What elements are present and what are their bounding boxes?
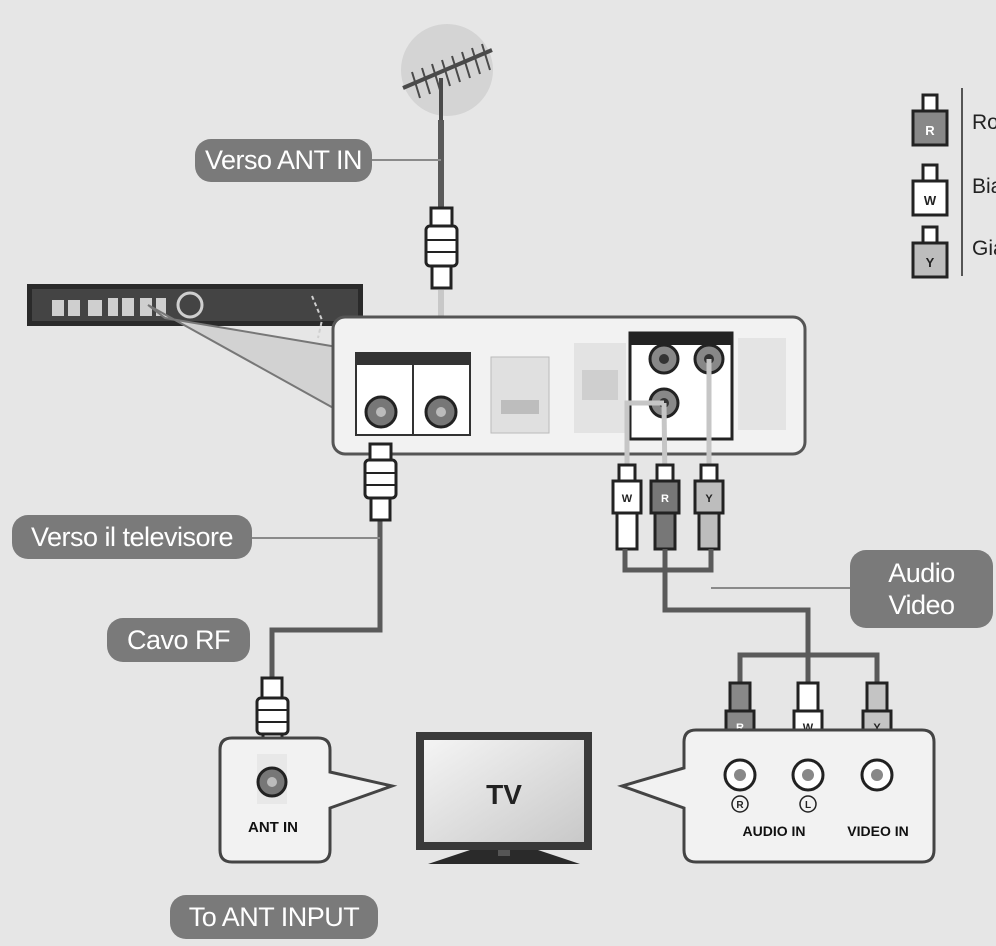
av-output-group: [628, 331, 734, 441]
av-cable: [622, 549, 880, 683]
legend-text-yellow: Gia: [972, 237, 996, 260]
hdmi-port: [490, 356, 550, 434]
tv-audio-in-label: AUDIO IN: [743, 823, 806, 839]
jack-r-symbol: R: [736, 800, 744, 811]
plug-panel-y: Y: [693, 463, 725, 551]
jack-l-symbol: L: [805, 800, 811, 811]
callout-verso-ant-in: Verso ANT IN: [195, 139, 372, 182]
player-device: [27, 284, 363, 339]
legend-plug-r: R: [911, 93, 949, 147]
legend-code-r: R: [925, 123, 935, 138]
legend-plug-w: W: [911, 163, 949, 217]
legend-text-red: Ro: [972, 111, 996, 134]
plug-tv-y-label: Y: [873, 722, 881, 734]
callout-video-line: Video: [888, 590, 955, 620]
callout-to-ant-input: To ANT INPUT: [170, 895, 378, 939]
plug-panel-y-label: Y: [705, 493, 713, 505]
coax-plug-top: [424, 206, 459, 290]
callout-audio-line: Audio: [888, 558, 955, 588]
plug-panel-w: W: [611, 463, 643, 551]
tv-screen-label: TV: [486, 779, 522, 810]
callout-audio-video: Audio Video: [850, 550, 993, 628]
legend-text-white: Bia: [972, 175, 996, 198]
antenna-jack-group: [355, 352, 471, 436]
plug-tv-r-label: R: [736, 722, 744, 734]
lan-port: [574, 343, 626, 433]
antenna-icon: [401, 24, 493, 120]
callout-cavo-rf: Cavo RF: [107, 618, 250, 662]
misc-port-area: [738, 338, 786, 430]
tv-video-in-label: VIDEO IN: [847, 823, 908, 839]
plug-panel-r-label: R: [661, 493, 669, 505]
tv-ant-jack: [256, 754, 288, 804]
rf-cable: [269, 520, 383, 680]
callout-verso-il-televisore: Verso il televisore: [12, 515, 252, 559]
plug-tv-w-label: W: [803, 722, 814, 734]
plug-panel-w-label: W: [622, 493, 633, 505]
tv-icon: [416, 732, 592, 864]
tv-av-jacks: [723, 758, 894, 792]
legend-plug-y: Y: [911, 225, 949, 279]
plug-panel-r: R: [649, 463, 681, 551]
legend-code-w: W: [924, 193, 937, 208]
legend-code-y: Y: [926, 255, 935, 270]
tv-ant-callout: [218, 736, 398, 864]
coax-plug-panel: [363, 442, 398, 522]
tv-ant-in-label: ANT IN: [248, 819, 298, 836]
tv-av-callout: [617, 728, 936, 864]
